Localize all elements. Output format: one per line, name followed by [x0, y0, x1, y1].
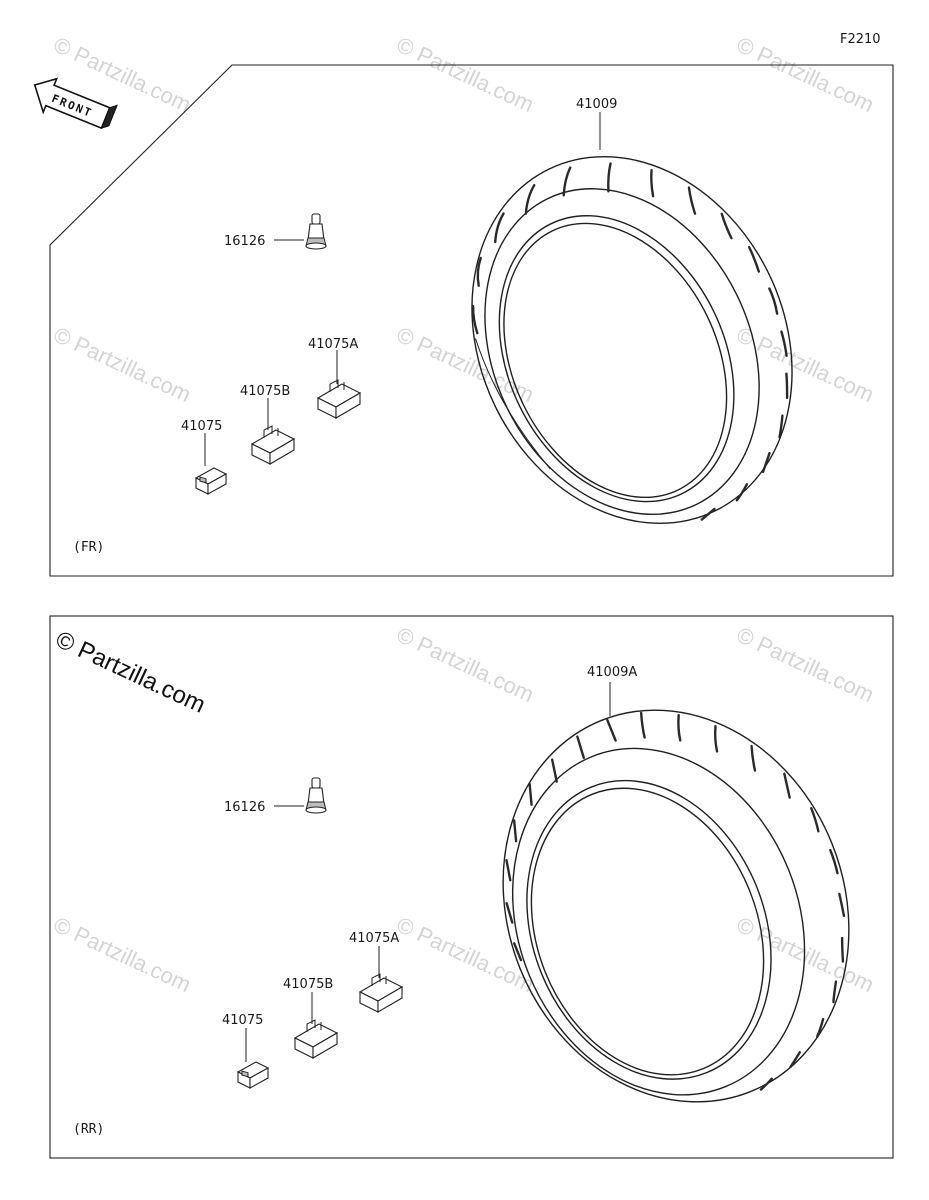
label-weight-a: 41075A [308, 337, 358, 352]
label-weight-a: 41075A [349, 931, 399, 946]
weight-a-part [359, 973, 403, 1013]
weight-part [195, 467, 227, 495]
label-tire: 41009A [587, 665, 637, 680]
rear-tire [502, 709, 850, 1103]
label-valve: 16126 [224, 234, 265, 249]
panel-frame [49, 64, 894, 577]
valve-part [305, 213, 327, 250]
figure-code: F2210 [840, 32, 881, 47]
panel-front: 41009 16126 41075A 41075B 41075 (FR) [49, 64, 894, 577]
front-tire [471, 155, 793, 525]
label-weight: 41075 [222, 1013, 263, 1028]
section-label-fr: (FR) [73, 540, 104, 555]
front-arrow-icon: FRONT [33, 77, 118, 130]
label-tire: 41009 [576, 97, 617, 112]
weight-part [237, 1061, 269, 1089]
panel-rear: 41009A 16126 41075A 41075B 41075 (RR) [49, 615, 894, 1159]
label-weight-b: 41075B [283, 977, 333, 992]
watermark: © Partzilla.com [393, 622, 538, 707]
weight-b-part [251, 425, 295, 465]
label-weight-b: 41075B [240, 384, 290, 399]
valve-part [305, 777, 327, 814]
watermark: © Partzilla.com [733, 622, 878, 707]
watermark: © Partzilla.com [733, 912, 878, 997]
label-weight: 41075 [181, 419, 222, 434]
watermark: © Partzilla.com [393, 322, 538, 407]
watermark: © Partzilla.com [50, 322, 195, 407]
label-valve: 16126 [224, 800, 265, 815]
watermark: © Partzilla.com [393, 912, 538, 997]
watermark-logo: © Partzilla.com [51, 626, 209, 719]
watermarks: © Partzilla.com © Partzilla.com © Partzi… [50, 32, 878, 997]
panel-frame [49, 615, 894, 1159]
section-label-rr: (RR) [73, 1122, 104, 1137]
watermark: © Partzilla.com [733, 322, 878, 407]
watermark: © Partzilla.com [50, 912, 195, 997]
weight-a-part [317, 379, 361, 419]
weight-b-part [294, 1019, 338, 1059]
watermark: © Partzilla.com [393, 32, 538, 117]
